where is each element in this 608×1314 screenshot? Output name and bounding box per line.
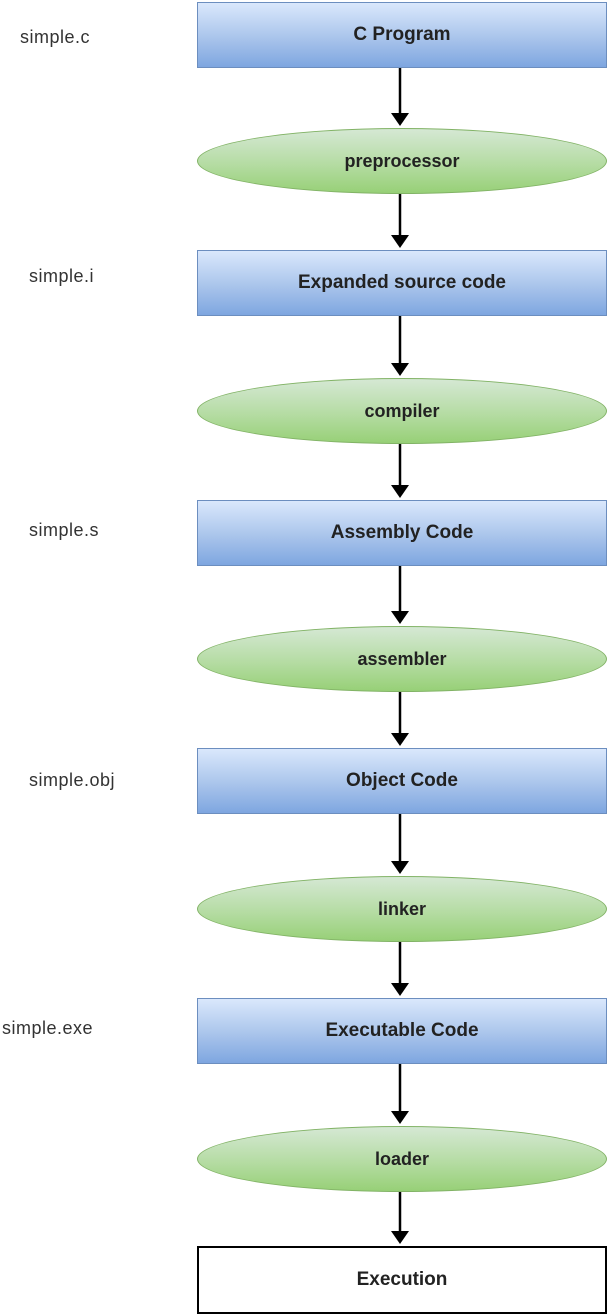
stage-box-execution: Execution — [197, 1246, 607, 1314]
flow-arrow — [391, 1064, 409, 1124]
flow-arrow — [391, 68, 409, 126]
stage-box-assembly-code: Assembly Code — [197, 500, 607, 566]
stage-box-executable-code: Executable Code — [197, 998, 607, 1064]
tool-label: linker — [377, 898, 427, 919]
stage-label: C Program — [353, 24, 451, 45]
stage-label: Expanded source code — [297, 272, 506, 293]
tool-label: assembler — [357, 648, 447, 669]
tool-ellipse-preprocessor: preprocessor — [197, 128, 607, 194]
stage-box-expanded-source: Expanded source code — [197, 250, 607, 316]
file-label-c: simple.c — [20, 27, 91, 47]
file-label-obj: simple.obj — [29, 770, 116, 790]
tool-label: loader — [374, 1148, 430, 1169]
file-label-exe: simple.exe — [2, 1018, 94, 1038]
file-label-i: simple.i — [29, 266, 95, 286]
flow-arrow — [391, 692, 409, 746]
tool-label: preprocessor — [344, 150, 460, 171]
file-label-s: simple.s — [29, 520, 100, 540]
tool-ellipse-linker: linker — [197, 876, 607, 942]
flow-arrow — [391, 566, 409, 624]
flow-arrow — [391, 1192, 409, 1244]
flow-arrow — [391, 444, 409, 498]
stage-box-object-code: Object Code — [197, 748, 607, 814]
tool-ellipse-compiler: compiler — [197, 378, 607, 444]
stage-label: Executable Code — [325, 1020, 479, 1041]
stage-box-c-program: C Program — [197, 2, 607, 68]
flow-arrow — [391, 942, 409, 996]
tool-ellipse-loader: loader — [197, 1126, 607, 1192]
flow-arrow — [391, 814, 409, 874]
tool-label: compiler — [364, 400, 440, 421]
stage-label: Object Code — [346, 770, 458, 791]
flow-arrow — [391, 194, 409, 248]
flow-arrow — [391, 316, 409, 376]
stage-label: Assembly Code — [330, 522, 474, 543]
stage-label: Execution — [356, 1269, 448, 1290]
tool-ellipse-assembler: assembler — [197, 626, 607, 692]
